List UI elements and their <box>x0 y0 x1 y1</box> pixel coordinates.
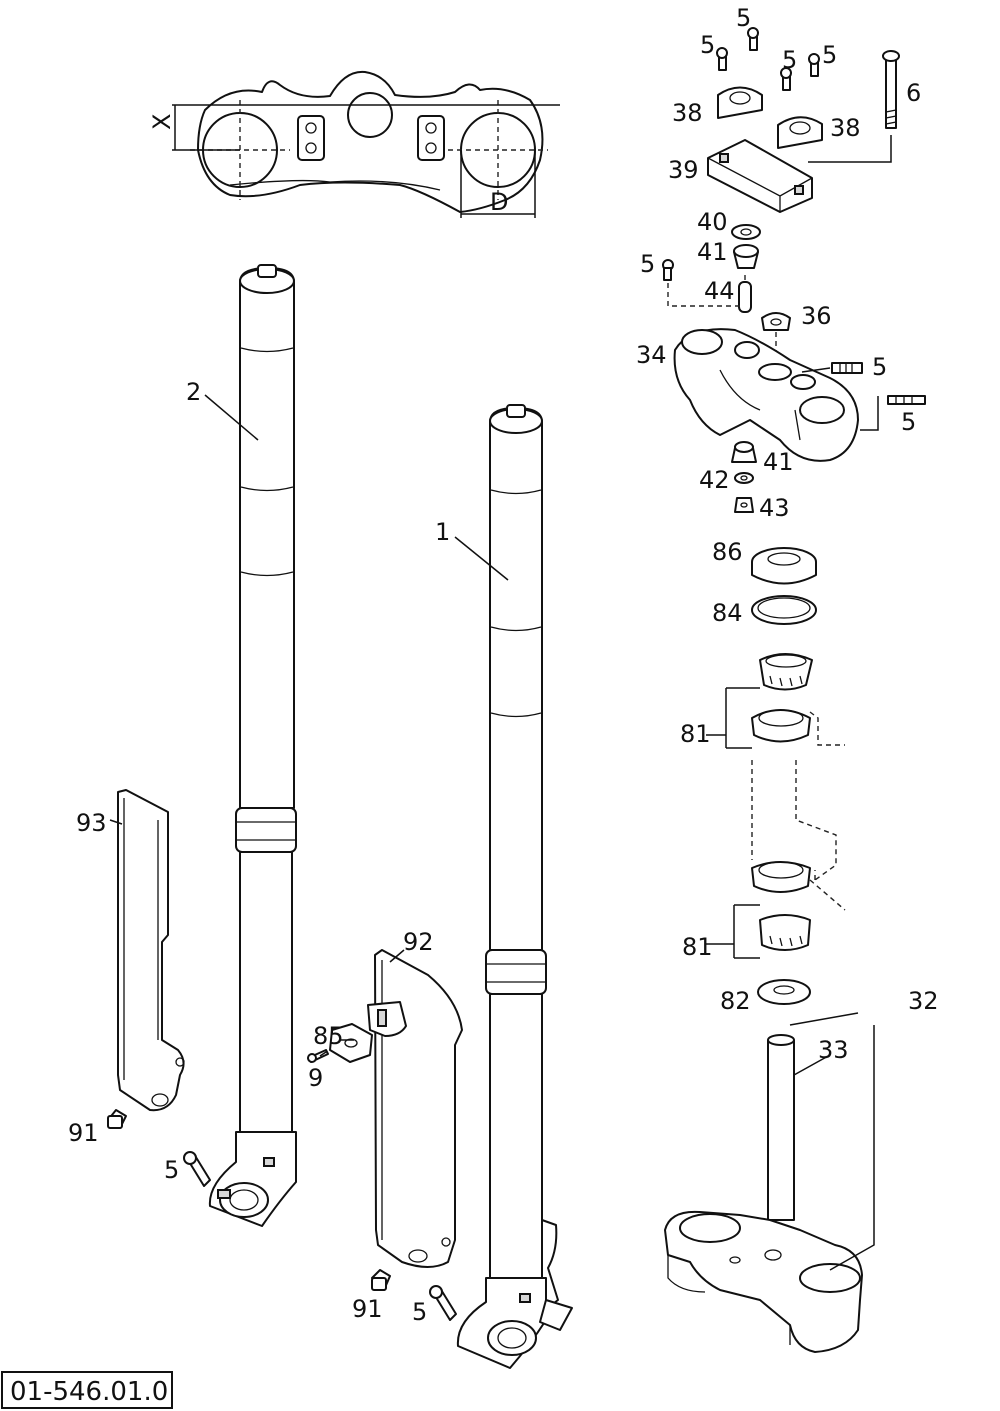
triple-clamp-dimension-view: X D <box>148 70 560 218</box>
steering-head-tube <box>751 711 846 911</box>
handlebar-clamp-group <box>707 27 900 213</box>
callout-82: 82 <box>720 987 751 1015</box>
fork-leg-left <box>208 264 297 1227</box>
bolt-5-clamp-a <box>831 362 863 374</box>
clamp-block-85 <box>307 1023 373 1063</box>
washer-42 <box>734 472 754 484</box>
bolt-5-top-a <box>716 47 728 71</box>
callout-43: 43 <box>759 494 790 522</box>
reference-code-box: 01-546.01.0 <box>1 1371 173 1409</box>
callout-5-pin: 5 <box>640 250 655 278</box>
callout-41-bottom: 41 <box>763 448 794 476</box>
bolt-5-top-c <box>780 67 792 91</box>
callout-92: 92 <box>403 928 434 956</box>
callout-38-left: 38 <box>672 99 703 127</box>
callout-40: 40 <box>697 208 728 236</box>
callout-36: 36 <box>801 302 832 330</box>
callout-39: 39 <box>668 156 699 184</box>
pin-44 <box>738 281 752 313</box>
leader-lines <box>109 394 859 1076</box>
callout-91-left: 91 <box>68 1119 99 1147</box>
screw-91-right <box>371 1269 391 1291</box>
callout-34: 34 <box>636 341 667 369</box>
callout-81-lower: 81 <box>682 933 713 961</box>
callout-9: 9 <box>308 1064 323 1092</box>
callout-5-cap-left: 5 <box>700 31 715 59</box>
callout-32: 32 <box>908 987 939 1015</box>
callout-5-clamp-a: 5 <box>872 353 887 381</box>
dimension-d-label: D <box>490 188 508 216</box>
screw-91-left <box>107 1109 127 1129</box>
bolt-5-top-b <box>747 27 759 51</box>
callout-91-right: 91 <box>352 1295 383 1323</box>
callout-5-clamp-b: 5 <box>901 408 916 436</box>
callout-42: 42 <box>699 466 730 494</box>
washer-40 <box>731 224 761 240</box>
bearing-81-lower <box>751 861 811 951</box>
bolt-5-left-44 <box>662 259 674 281</box>
callout-44: 44 <box>704 277 735 305</box>
fork-guard-92 <box>367 949 463 1268</box>
clamp-base-39 <box>707 139 813 213</box>
nut-43 <box>734 497 754 513</box>
lower-triple-clamp-32 <box>664 1034 863 1353</box>
bushing-41-bottom <box>731 441 757 463</box>
ring-84 <box>751 595 817 625</box>
callout-5-cap-top: 5 <box>736 4 751 32</box>
callout-1: 1 <box>435 518 450 546</box>
callout-81-upper: 81 <box>680 720 711 748</box>
upper-triple-clamp-34 <box>673 328 859 462</box>
callout-5-cap-right: 5 <box>822 41 837 69</box>
axle-screw-right <box>429 1285 457 1321</box>
bolt-5-top-d <box>808 53 820 77</box>
clamp-cap-38-right <box>777 116 823 149</box>
bearing-81-upper <box>751 653 813 743</box>
clamp-cap-38-left <box>717 86 763 119</box>
callout-86: 86 <box>712 538 743 566</box>
callout-6: 6 <box>906 79 921 107</box>
callout-33: 33 <box>818 1036 849 1064</box>
callout-84: 84 <box>712 599 743 627</box>
reference-code: 01-546.01.0 <box>10 1377 168 1407</box>
ring-82 <box>757 979 811 1005</box>
fork-leg-right <box>456 404 573 1369</box>
callout-38-right: 38 <box>830 114 861 142</box>
nut-36 <box>761 312 791 331</box>
fork-guard-93 <box>117 789 185 1112</box>
axle-screw-left <box>183 1151 211 1187</box>
callout-5-axle-right: 5 <box>412 1298 427 1326</box>
callout-5-cap-mid: 5 <box>782 46 797 74</box>
dust-seal-86 <box>751 547 817 585</box>
callout-5-axle-left: 5 <box>164 1156 179 1184</box>
callout-labels: 2 1 93 92 91 91 85 9 5 5 5 5 5 5 6 38 38… <box>68 4 939 1326</box>
dimension-x-label: X <box>148 114 176 130</box>
callout-41-top: 41 <box>697 238 728 266</box>
bolt-5-clamp-b <box>887 395 926 405</box>
long-bolt-6 <box>882 50 900 129</box>
callout-93: 93 <box>76 809 107 837</box>
bushing-41-top <box>733 244 759 269</box>
callout-85: 85 <box>313 1022 344 1050</box>
callout-2: 2 <box>186 378 201 406</box>
